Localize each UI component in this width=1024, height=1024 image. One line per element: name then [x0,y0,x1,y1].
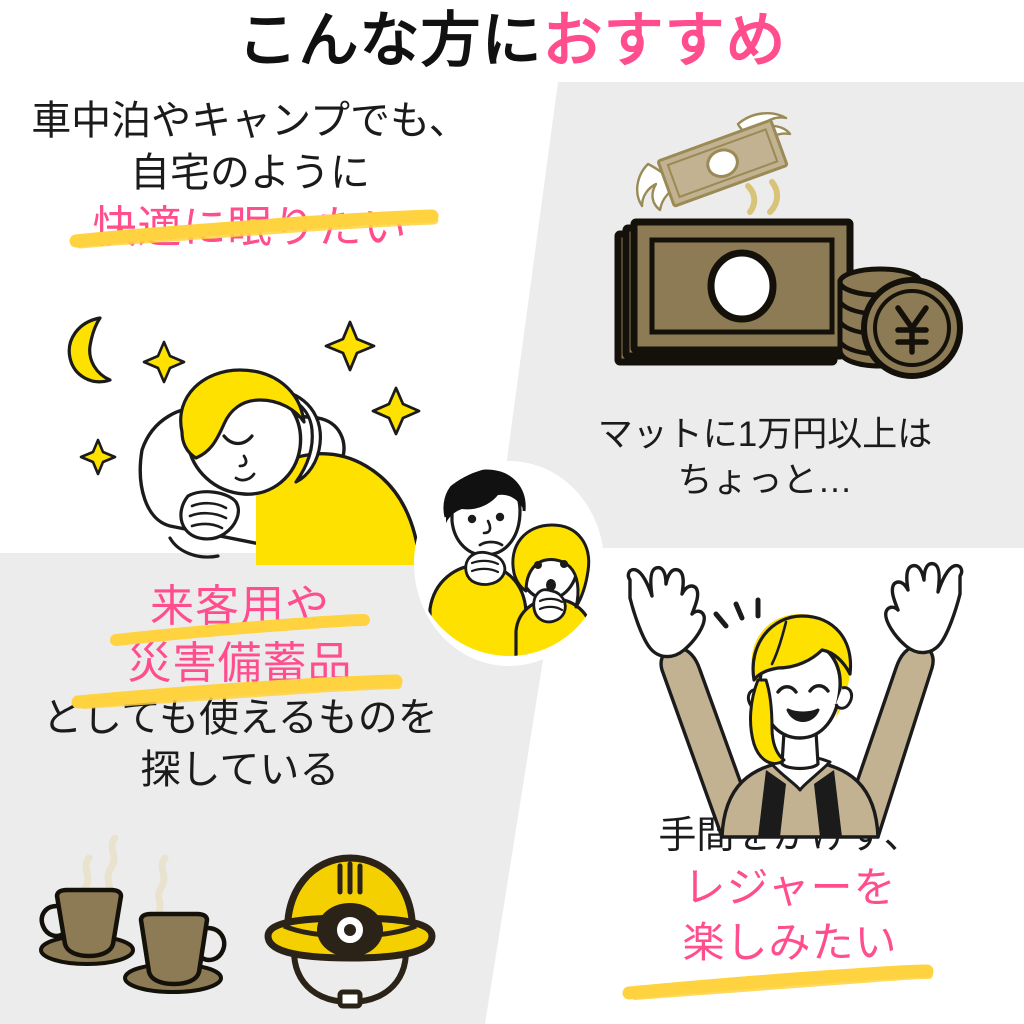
top-right-line-2: ちょっと… [677,460,853,500]
coffee-cup-icon [123,911,227,994]
illustration-safety-helmet [258,840,443,1015]
steam-icon [155,854,169,916]
safety-helmet-icon [264,854,436,1009]
excitement-marks-icon [713,597,761,629]
top-left-line-3: 快適に眠りたい [92,203,408,252]
top-left-line-2: 自宅のように [130,151,370,195]
thinking-couple-illustration [428,469,594,656]
coffee-cup-icon [39,887,135,966]
hand-icon [626,565,706,659]
illustration-sleeping-woman [60,300,480,566]
bottom-right-line-3: 楽しみたい [682,918,898,966]
sparkle-star-icon [79,438,117,476]
yen-coin-icon [861,277,963,379]
sparkle-star-icon [371,386,421,436]
page-title-black: こんな方に [237,7,543,74]
thinking-couple-badge [414,461,604,666]
bottom-left-line-1: 来客用や [150,582,330,631]
top-right-line-1: マットに1万円以上は [597,415,933,454]
illustration-coffee-cups [39,830,295,1015]
top-left-line-1: 車中泊やキャンプでも、 [31,99,469,143]
marker-underline-bottom-right [622,964,934,1000]
bottom-right-line-2: レジャーを [683,864,897,912]
sparkle-star-icon [324,320,376,372]
page-title-pink: おすすめ [542,7,787,74]
top-left-text-block: 車中泊やキャンプでも、 自宅のように 快適に眠りたい [10,95,490,256]
bottom-left-line-3: としても使えるものを [42,696,438,741]
illustration-money [600,100,980,385]
winged-banknote-icon [636,112,792,215]
bottom-left-line-4: 探している [140,748,340,793]
bottom-left-line-2: 災害備蓄品 [127,639,353,689]
crescent-moon-icon [67,316,112,384]
hand-icon [884,561,964,655]
banknote-stack-icon [614,218,854,366]
top-right-text-block: マットに1万円以上は ちょっと… [520,412,1010,503]
sparkle-star-icon [142,340,186,384]
illustration-cheering-woman [600,552,1000,839]
page-title: こんな方におすすめ [0,6,1024,77]
bottom-left-text-block: 来客用や 災害備蓄品 としても使えるものを 探している [10,578,470,796]
